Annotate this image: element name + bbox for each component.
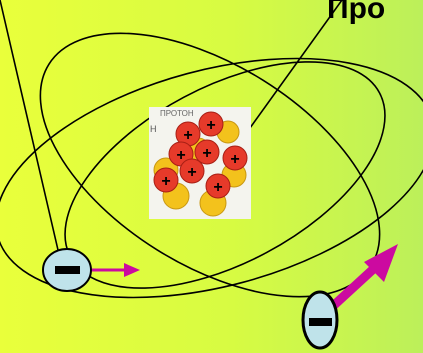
proton: [153, 167, 179, 193]
velocity-arrowhead: [124, 263, 140, 277]
proton: [179, 158, 205, 184]
proton: [205, 173, 231, 199]
electron-charge-bar: [55, 266, 80, 274]
electron-charge-bar: [309, 318, 332, 326]
proton-sign: +: [230, 151, 239, 168]
proton: [198, 111, 224, 137]
proton-sign: +: [202, 145, 211, 162]
electron-right: −: [301, 244, 398, 350]
proton-sign: +: [161, 173, 170, 190]
pointer-line-electron: [0, 0, 59, 251]
proton-sign: +: [183, 127, 192, 144]
proton: [222, 145, 248, 171]
orbit-ellipse: [0, 57, 423, 299]
proton-signs: + + + + + + + +: [161, 117, 239, 196]
title-text: Про: [327, 0, 386, 25]
proton: [194, 139, 220, 165]
proton-sign: +: [176, 147, 185, 164]
nucleus-caption-side: Н: [150, 124, 157, 134]
proton-sign: +: [206, 117, 215, 134]
proton-sign: +: [213, 179, 222, 196]
proton-sign: +: [187, 164, 196, 181]
velocity-arrowhead: [364, 244, 398, 282]
nucleus: ПРОТОН Н + +: [149, 107, 251, 219]
nucleus-caption-top: ПРОТОН: [160, 109, 194, 118]
protons: [153, 111, 248, 199]
electron-left: −: [42, 248, 140, 292]
